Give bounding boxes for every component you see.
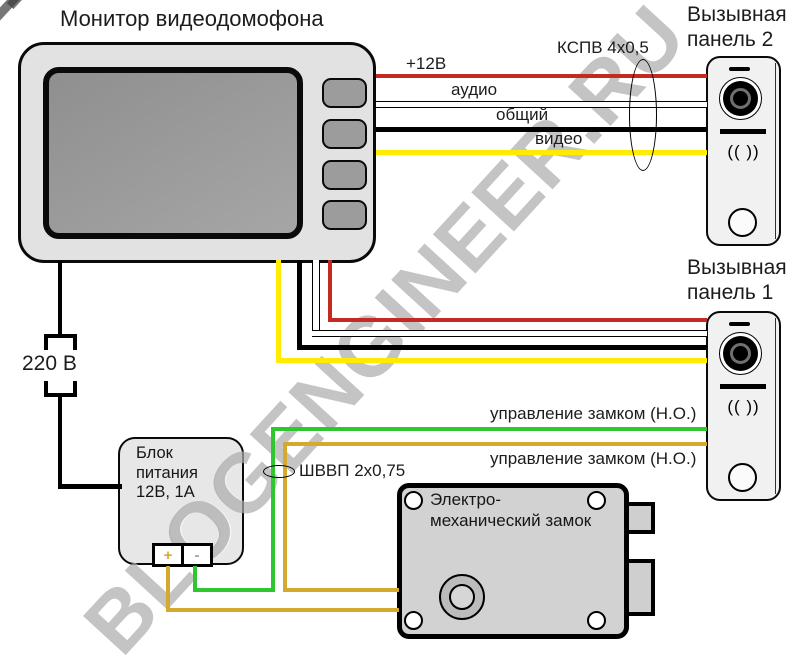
wire-audio-panel1-v bbox=[312, 260, 320, 337]
monitor-button-1 bbox=[322, 78, 367, 108]
speaker-icon: (( )) bbox=[727, 142, 760, 161]
wire-audio-panel2 bbox=[376, 101, 707, 108]
wire-video-panel2 bbox=[376, 150, 707, 155]
panel2-title-line2: панель 2 bbox=[687, 28, 774, 51]
monitor-title: Монитор видеодомофона bbox=[60, 6, 324, 31]
call-button bbox=[728, 208, 757, 237]
panel-divider bbox=[720, 129, 766, 134]
monitor-button-2 bbox=[322, 119, 367, 149]
screw-icon bbox=[404, 491, 423, 510]
cable-label-kspv: КСПВ 4х0,5 bbox=[557, 38, 649, 57]
wire-video-panel1-h bbox=[276, 358, 707, 363]
wire-lock-green-v bbox=[271, 427, 275, 592]
wire-plus12-panel1-h bbox=[328, 318, 707, 322]
call-panel-1: (( )) bbox=[706, 311, 781, 501]
monitor-button-3 bbox=[322, 160, 367, 190]
psu-plus-terminal: + bbox=[163, 546, 173, 564]
wire-label-common: общий bbox=[496, 105, 549, 124]
screw-icon bbox=[587, 611, 606, 630]
wire-psu-minus bbox=[193, 566, 197, 592]
wire-mains-h bbox=[58, 484, 122, 489]
monitor-screen bbox=[43, 67, 303, 239]
wire-label-plus12: +12В bbox=[406, 54, 447, 73]
wire-common-panel1-v bbox=[297, 260, 302, 350]
psu-minus-terminal: - bbox=[181, 546, 210, 564]
psu-terminal-block: + - bbox=[152, 543, 213, 567]
wire-psu-plus-h bbox=[166, 608, 399, 612]
wire-label-lock-control-1: управление замком (Н.О.) bbox=[490, 404, 697, 423]
call-panel-2: (( )) bbox=[706, 56, 781, 246]
mains-label: 220 В bbox=[22, 352, 77, 375]
mains-plug-icon bbox=[44, 334, 77, 350]
panel1-title-line1: Вызывная bbox=[687, 256, 787, 279]
panel2-title: Вызывная панель 2 bbox=[687, 2, 787, 52]
camera-ring bbox=[730, 88, 751, 109]
lock-label: Электро- механический замок bbox=[430, 489, 591, 531]
wire-video-panel1-v bbox=[276, 260, 281, 363]
wire-plus12-panel2 bbox=[376, 74, 707, 78]
wire-label-lock-control-2: управление замком (Н.О.) bbox=[490, 449, 697, 468]
psu-label-line3: 12В, 1А bbox=[136, 483, 195, 501]
panel-divider bbox=[720, 384, 766, 389]
wire-mains-v1 bbox=[58, 261, 62, 336]
cable-label-shvvp: ШВВП 2х0,75 bbox=[299, 461, 406, 480]
screw-icon bbox=[404, 611, 423, 630]
wire-label-audio: аудио bbox=[451, 80, 498, 99]
psu-label-line1: Блок bbox=[136, 444, 173, 462]
panel1-title-line2: панель 1 bbox=[687, 281, 774, 304]
cable-marker-kspv bbox=[629, 59, 657, 171]
wire-label-video: видео bbox=[535, 129, 583, 148]
panel-slot bbox=[729, 67, 750, 71]
panel-edge bbox=[775, 63, 776, 239]
cable-marker-shvvp bbox=[263, 465, 295, 478]
panel-slot bbox=[729, 322, 750, 326]
wire-common-panel1-h bbox=[297, 345, 707, 350]
panel-edge bbox=[775, 318, 776, 494]
wire-mains-v2 bbox=[58, 395, 62, 489]
camera-ring bbox=[730, 343, 751, 364]
psu-label-line2: питания bbox=[136, 463, 198, 482]
wire-lock-green-bottom bbox=[193, 588, 275, 592]
call-button bbox=[728, 463, 757, 492]
speaker-icon: (( )) bbox=[727, 397, 760, 416]
screw-icon bbox=[587, 491, 606, 510]
wire-audio-panel1-h bbox=[312, 330, 707, 337]
lock-label-line2: механический замок bbox=[430, 511, 592, 530]
lock-label-line1: Электро- bbox=[430, 490, 502, 509]
wire-psu-plus-v bbox=[166, 566, 170, 612]
wire-lock-gold-to-lock bbox=[283, 588, 399, 592]
wire-common-panel2 bbox=[376, 127, 707, 132]
panel2-title-line1: Вызывная bbox=[687, 3, 787, 26]
psu-label: Блок питания 12В, 1А bbox=[136, 444, 198, 503]
wire-lock-gold-h bbox=[283, 442, 707, 446]
panel1-title: Вызывная панель 1 bbox=[687, 255, 787, 305]
wire-lock-green-h bbox=[271, 427, 707, 431]
lock-cylinder-core bbox=[449, 584, 475, 610]
wire-lock-gold-v bbox=[283, 442, 287, 592]
wire-plus12-panel1-v bbox=[328, 260, 332, 322]
monitor-button-4 bbox=[322, 200, 367, 230]
